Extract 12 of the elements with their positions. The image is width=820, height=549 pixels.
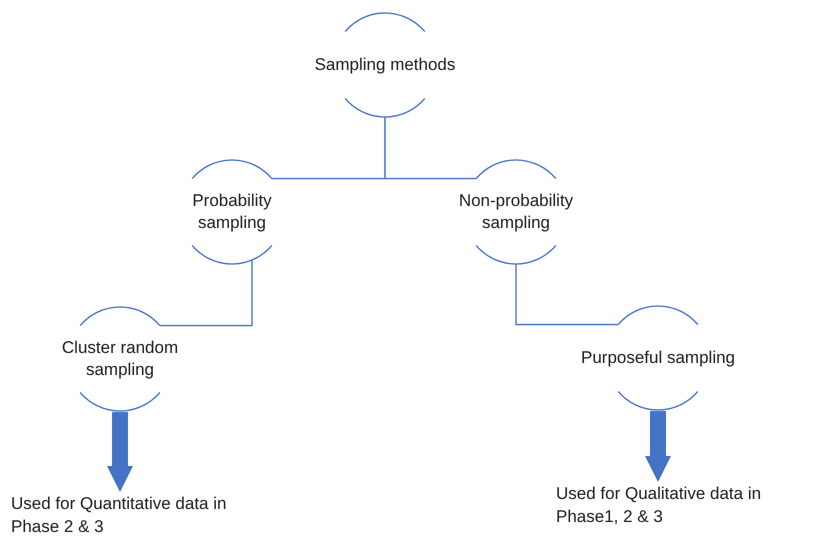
node-label: Sampling methods (314, 54, 456, 76)
node-label: Cluster random sampling (60, 337, 180, 381)
connector-line (160, 260, 253, 326)
node-label: Probability sampling (191, 190, 273, 234)
block-arrow (107, 412, 133, 492)
note-text: Used for Quantitative data in Phase 2 & 3 (11, 492, 256, 538)
block-arrow (645, 411, 671, 482)
connector-line (515, 264, 618, 326)
node-label: Purposeful sampling (580, 347, 736, 369)
connector-line (384, 117, 476, 180)
note-text: Used for Qualitative data in Phase1, 2 & 3 (556, 482, 781, 528)
node-label: Non-probability sampling (458, 190, 574, 234)
